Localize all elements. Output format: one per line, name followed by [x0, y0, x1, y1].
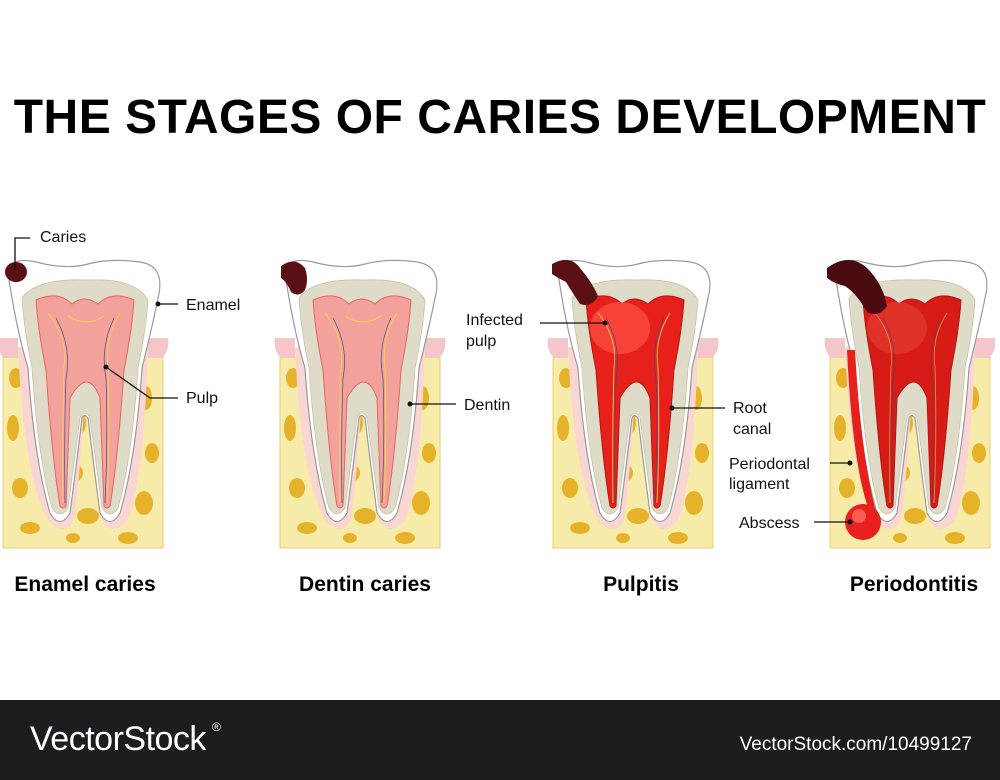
registered-mark: ® — [212, 720, 221, 734]
svg-text:Pulp: Pulp — [186, 390, 218, 407]
svg-text:Periodontal: Periodontal — [729, 456, 810, 473]
diagram-title: THE STAGES OF CARIES DEVELOPMENT — [13, 91, 987, 144]
svg-text:canal: canal — [733, 421, 771, 438]
caries-lesion-2 — [281, 261, 307, 295]
label-caries: Caries — [14, 229, 86, 270]
label-root-canal: Root canal — [669, 400, 771, 438]
watermark-footer: VectorStock ® VectorStock.com/10499127 — [0, 700, 1000, 780]
caries-lesion-1 — [5, 262, 27, 282]
caption-periodontitis: Periodontitis — [850, 573, 978, 596]
tooth-enamel-caries — [0, 259, 169, 549]
label-dentin: Dentin — [407, 397, 510, 414]
tooth-periodontitis — [823, 259, 997, 549]
caption-dentin-caries: Dentin caries — [299, 573, 431, 596]
caries-lesion-4 — [827, 260, 887, 314]
svg-text:Caries: Caries — [40, 229, 86, 246]
svg-text:Enamel: Enamel — [186, 297, 240, 314]
image-id-link[interactable]: VectorStock.com/10499127 — [739, 734, 972, 755]
tooth-pulpitis — [546, 259, 720, 549]
caption-pulpitis: Pulpitis — [603, 573, 679, 596]
svg-text:Dentin: Dentin — [464, 397, 510, 414]
svg-text:pulp: pulp — [466, 333, 496, 350]
brand-logo[interactable]: VectorStock — [30, 720, 206, 758]
tooth-dentin-caries — [274, 259, 446, 549]
caption-enamel-caries: Enamel caries — [14, 573, 155, 596]
label-abscess: Abscess — [739, 515, 853, 532]
label-infected-pulp: Infected pulp — [466, 312, 608, 350]
label-enamel: Enamel — [155, 297, 240, 314]
svg-text:Infected: Infected — [466, 312, 523, 329]
svg-text:Abscess: Abscess — [739, 515, 799, 532]
label-pulp: Pulp — [103, 364, 218, 407]
svg-text:Root: Root — [733, 400, 767, 417]
label-periodontal-ligament: Periodontal ligament — [729, 456, 853, 493]
caries-diagram: Caries Enamel Pulp Dentin Infected pulp … — [0, 229, 997, 596]
svg-text:ligament: ligament — [729, 476, 790, 493]
caries-lesion-3 — [552, 259, 598, 305]
